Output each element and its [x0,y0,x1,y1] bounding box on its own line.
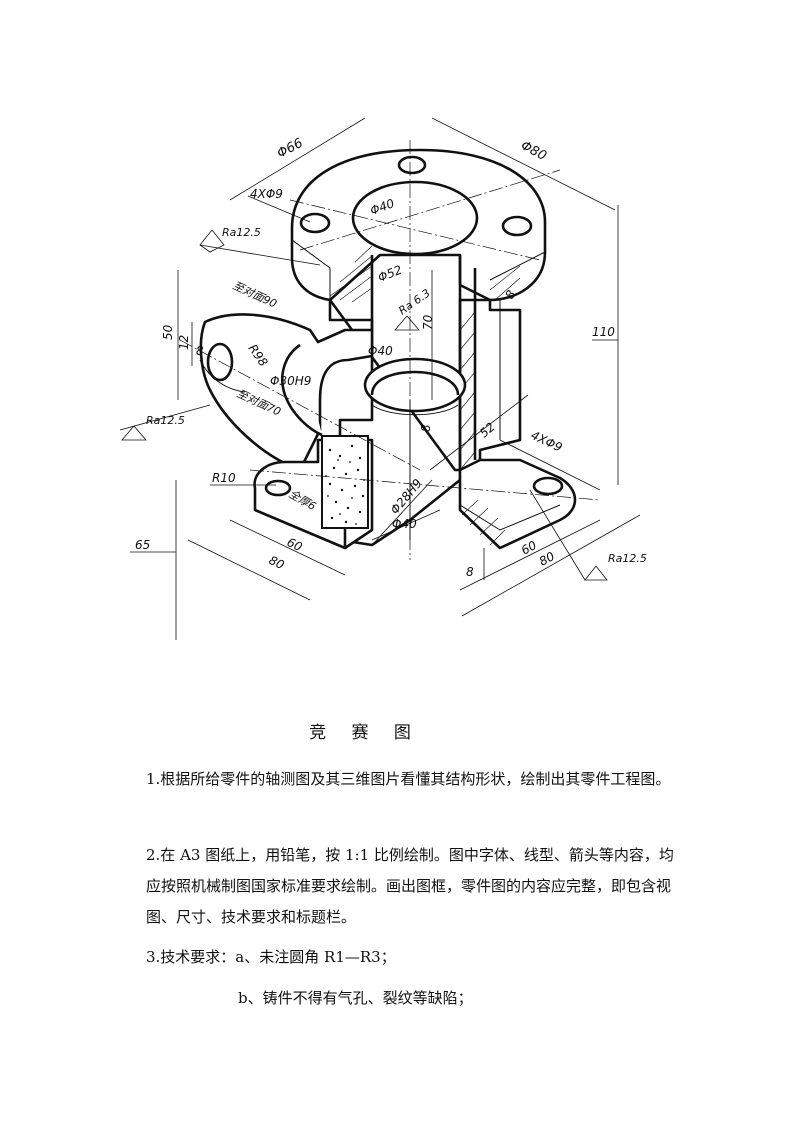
dim-ra-right: Ra12.5 [608,552,647,565]
dim-line-52-right [429,394,529,471]
dim-d8-mid: 8 [419,424,433,432]
centerline-base [249,469,601,501]
dim-holes-top: 4XΦ9 [250,187,283,201]
centerline-side [179,339,421,471]
dim-leader-d40b [371,509,441,541]
dim-leader-ra-right [529,489,586,581]
dim-d50: 50 [161,324,175,340]
right-base-top-edge [459,504,561,531]
page-title: 竞 赛 图 [309,723,421,743]
dim-line-60-right [459,519,601,591]
dim-d8-left: 8 [196,344,204,358]
dim-holes-bottom: 4XΦ9 [529,428,565,455]
dim-d40-bottom: Φ40 [392,517,417,531]
dim-d52-top: Φ52 [376,263,404,285]
dim-line-holes-top [247,195,311,223]
dim-leader-ra-top [199,244,321,266]
top-hole-2 [397,155,427,175]
dim-d40-mid: Φ40 [368,344,393,358]
dim-line-holes-bottom [499,439,601,491]
base-hole-left [264,479,292,497]
dim-leader-ra-left [119,404,211,431]
instruction-2: 2.在 A3 图纸上，用铅笔，按 1:1 比例绘制。图中字体、线型、箭头等内容，… [146,846,674,926]
dim-d66: Φ66 [275,136,306,162]
stipple-dots [325,444,365,525]
dim-line-80-right [461,514,641,617]
ra-symbol-right [584,565,608,581]
dim-line-80-left [187,539,311,601]
side-arm-inner-curve [280,343,323,437]
dim-d60-right: 60 [519,538,539,558]
section-hatch-right [459,265,521,471]
dim-line-d80 [431,117,616,211]
dim-ra-left: Ra12.5 [146,414,185,427]
centerline-top-h2 [289,199,541,261]
dim-line-60-left [229,519,346,576]
side-arm-lip [199,359,246,393]
ra-symbol-left [121,425,147,441]
base-hole-right [532,476,564,496]
dim-sect90: 至对面90 [231,279,279,311]
dim-d65: 65 [135,538,150,552]
dim-d60-left: 60 [285,535,305,554]
centerline-top-h [299,169,561,251]
dim-ra-top: Ra12.5 [222,226,261,239]
ra-symbol-top [199,229,225,253]
top-flange-bore [351,180,479,256]
top-flange-right-edge [489,251,546,281]
instruction-1: 1.根据所给零件的轴测图及其三维图片看懂其结构形状，绘制出其零件工程图。 [146,770,671,788]
top-hole-1 [299,212,331,234]
dim-d80-left: 80 [267,553,287,572]
top-hole-3 [501,215,533,237]
dim-ra63: Ra 6.3 [396,287,432,318]
dim-d30h9: Φ30H9 [270,374,311,388]
dim-d8-bottom: 8 [466,565,474,579]
dim-d70: 70 [421,314,435,330]
instruction-3: 3.技术要求：a、未注圆角 R1—R3； [146,948,396,966]
dim-d80: Φ80 [518,138,549,164]
top-flange-front-edge [291,239,331,300]
mid-bore-shadow [371,404,459,416]
dim-d12: 12 [177,335,191,350]
dim-r10: R10 [212,471,236,485]
dim-d80-right: 80 [537,549,557,569]
section-hatch-left [329,245,373,303]
instruction-3b: b、铸件不得有气孔、裂纹等缺陷； [238,989,473,1007]
dim-leader-d28 [371,479,433,546]
dim-d110: 110 [592,325,615,339]
section-hatch-base [461,499,506,546]
dim-line-d66 [229,117,366,201]
ra-symbol-mid [394,315,420,331]
mid-bore-inner [370,370,460,396]
isometric-part-drawing: Φ66 Φ80 4XΦ9 Φ40 Ra12.5 Φ52 Ra 6.3 8 至对面… [119,117,647,640]
